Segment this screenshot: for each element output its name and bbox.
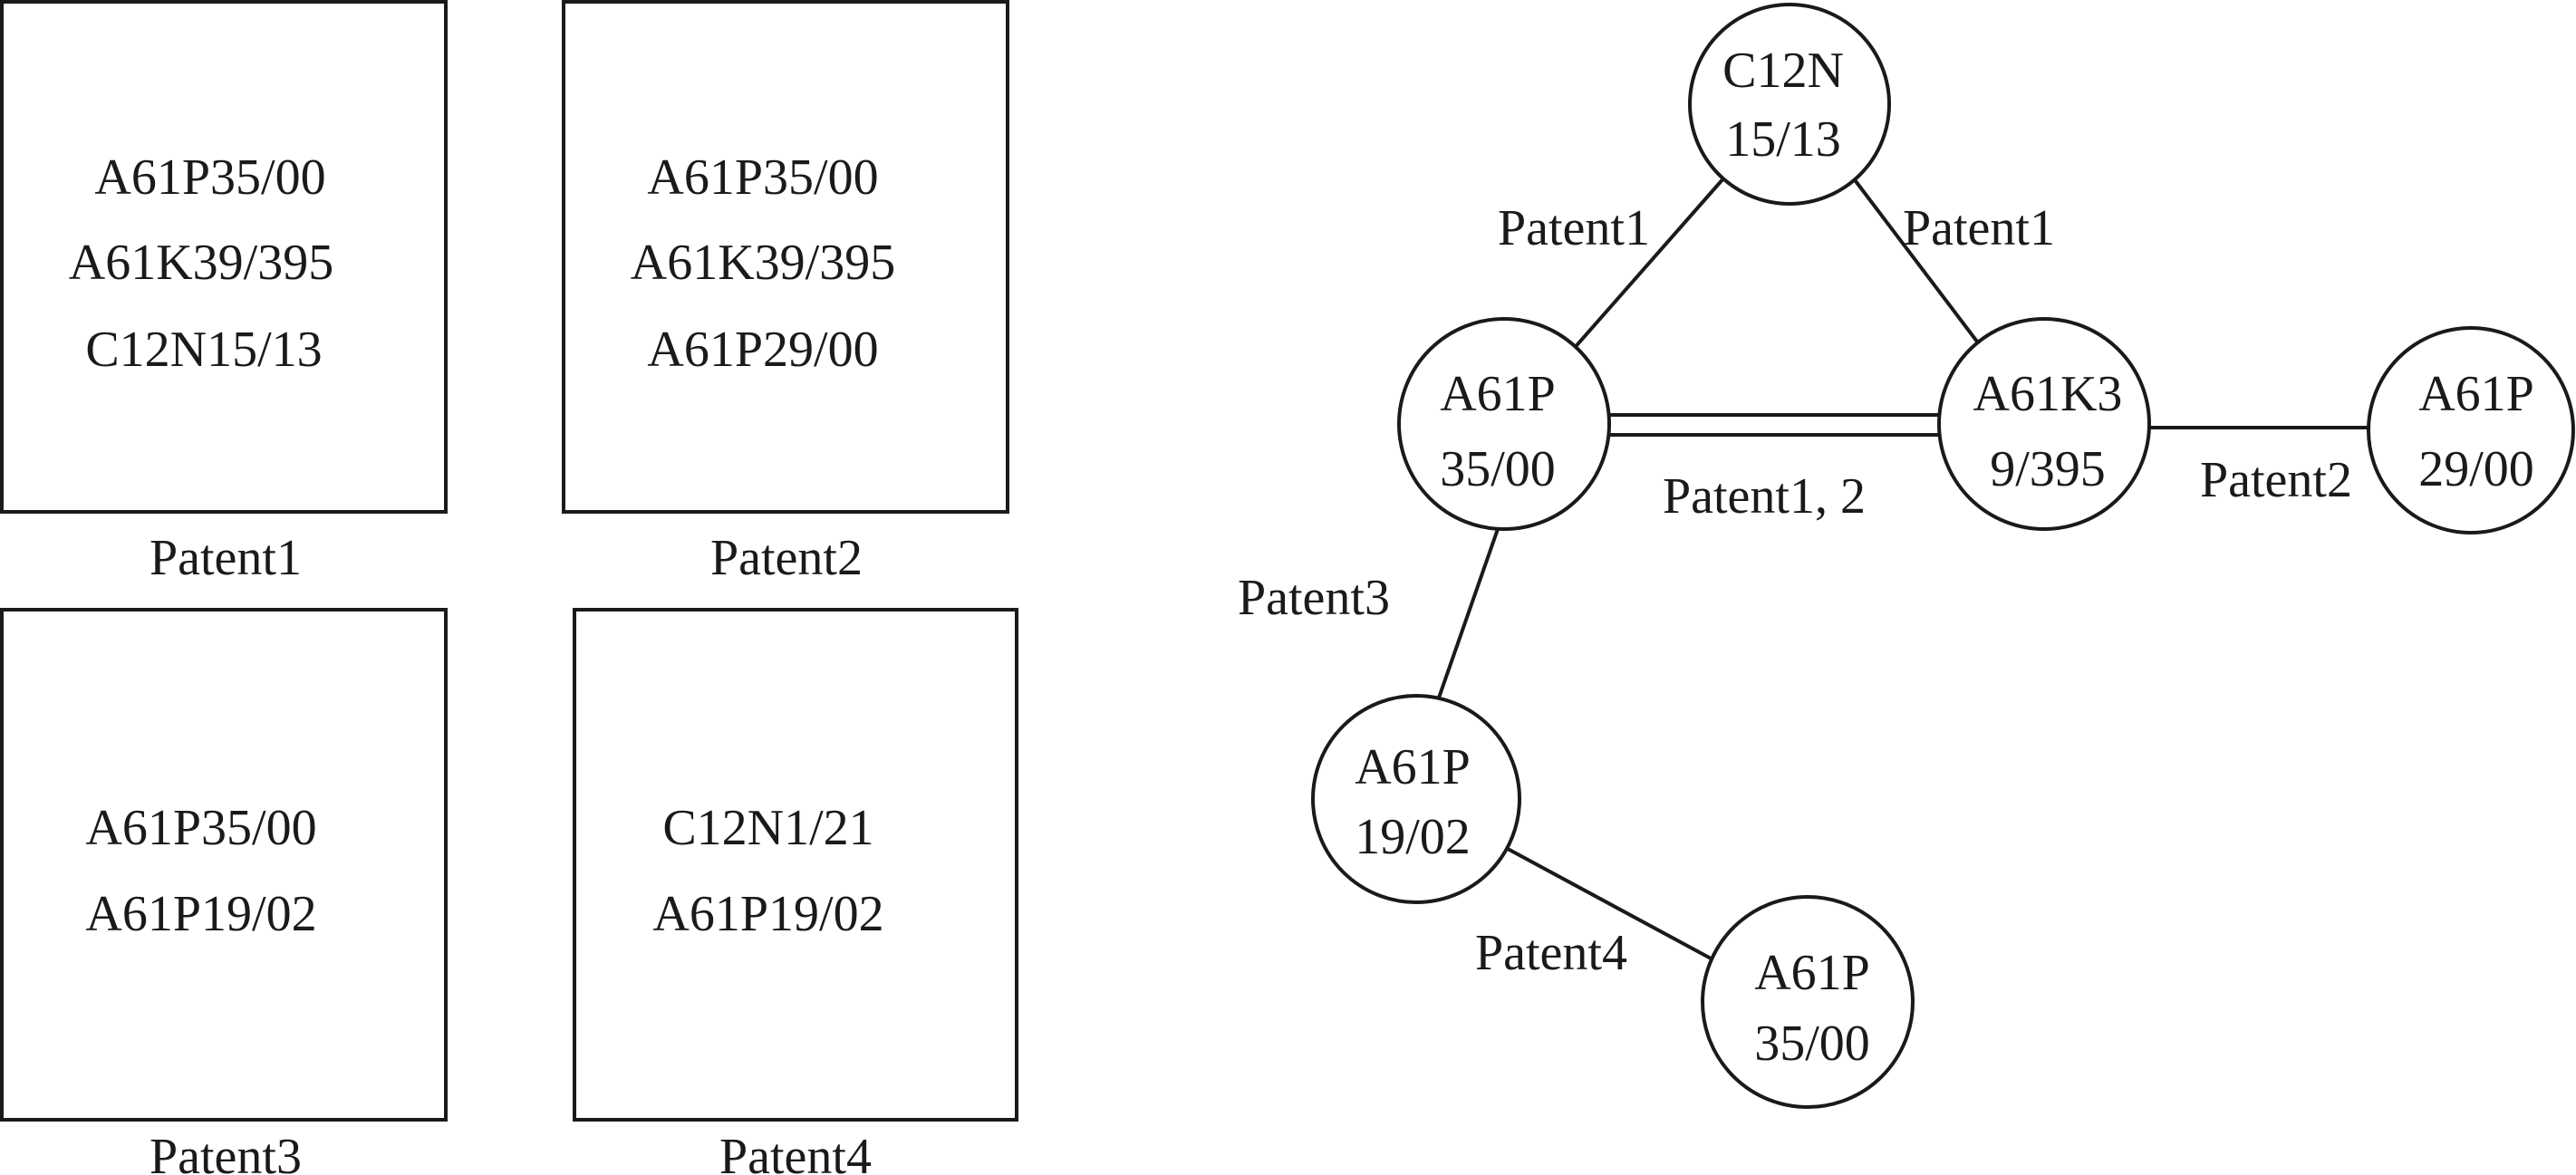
edge-labels: Patent1 Patent1 Patent1, 2 Patent2 Paten… xyxy=(1238,200,2352,981)
node-a61p-29-00-line-1: A61P xyxy=(2418,366,2534,422)
patent-box-3: A61P35/00 A61P19/02 Patent3 xyxy=(0,608,448,1175)
patent-box-4-frame xyxy=(573,608,1018,1122)
patent-box-4: C12N1/21 A61P19/02 Patent4 xyxy=(573,608,1018,1175)
patent-2-code-3: A61P29/00 xyxy=(647,322,878,378)
patent-1-label: Patent1 xyxy=(150,530,302,586)
patent-1-code-3: C12N15/13 xyxy=(85,322,322,378)
node-a61p-19-02-line-2: 19/02 xyxy=(1355,809,1471,865)
patent-3-code-2: A61P19/02 xyxy=(85,886,316,942)
edge-label-c12n-a61k39: Patent1 xyxy=(1903,200,2055,256)
patent-3-code-1: A61P35/00 xyxy=(85,800,316,856)
patent-1-code-2: A61K39/395 xyxy=(69,235,333,291)
edge-label-a61p19-a61p35b: Patent4 xyxy=(1475,925,1627,981)
patent-4-label: Patent4 xyxy=(719,1129,872,1175)
patent-2-code-1: A61P35/00 xyxy=(647,149,878,206)
edge-c12n-a61p35 xyxy=(1570,176,1726,352)
patent-1-code-1: A61P35/00 xyxy=(94,149,325,206)
node-a61p-35-00: A61P 35/00 xyxy=(1397,317,1611,531)
node-a61p-19-02: A61P 19/02 xyxy=(1311,694,1521,904)
edge-label-c12n-a61p35: Patent1 xyxy=(1498,200,1650,256)
node-a61k-39-395-line-1: A61K3 xyxy=(1973,366,2123,422)
node-a61p-35-00-circle xyxy=(1397,317,1611,531)
node-a61k-39-395: A61K3 9/395 xyxy=(1937,317,2151,531)
node-c12n-15-13-line-1: C12N xyxy=(1722,43,1844,99)
node-a61p-29-00-circle xyxy=(2367,326,2575,535)
patent-box-2-frame xyxy=(562,0,1009,514)
node-c12n-15-13: C12N 15/13 xyxy=(1688,3,1891,206)
node-a61p-35-00-line-1: A61P xyxy=(1440,366,1556,422)
node-a61p-19-02-line-1: A61P xyxy=(1355,739,1471,795)
patent-2-code-2: A61K39/395 xyxy=(631,235,895,291)
node-a61p-19-02-circle xyxy=(1311,694,1521,904)
patent-2-label: Patent2 xyxy=(710,530,863,586)
patent-4-code-1: C12N1/21 xyxy=(662,800,873,856)
edge-a61p35-a61p19 xyxy=(1436,528,1500,701)
patent-box-1: A61P35/00 A61K39/395 C12N15/13 Patent1 xyxy=(0,0,448,586)
edge-a61p19-a61p35b xyxy=(1507,847,1713,961)
patent-box-2: A61P35/00 A61K39/395 A61P29/00 Patent2 xyxy=(562,0,1009,586)
node-a61k-39-395-line-2: 9/395 xyxy=(1990,441,2106,497)
edge-c12n-a61k39 xyxy=(1851,176,1982,347)
patent-3-label: Patent3 xyxy=(150,1129,302,1175)
node-a61k-39-395-circle xyxy=(1937,317,2151,531)
node-a61p-35-00-b-line-1: A61P xyxy=(1754,945,1870,1001)
node-a61p-35-00-b-line-2: 35/00 xyxy=(1754,1016,1870,1072)
patent-4-code-2: A61P19/02 xyxy=(652,886,883,942)
node-a61p-35-00-b: A61P 35/00 xyxy=(1701,895,1915,1109)
edge-label-a61k39-a61p29: Patent2 xyxy=(2200,452,2352,508)
patent-box-3-frame xyxy=(0,608,448,1122)
network-edges xyxy=(1436,176,2369,961)
edge-label-a61p35-a61p19: Patent3 xyxy=(1238,570,1390,626)
node-a61p-29-00-line-2: 29/00 xyxy=(2418,441,2534,497)
node-a61p-35-00-b-circle xyxy=(1701,895,1915,1109)
edge-label-a61p35-a61k39: Patent1, 2 xyxy=(1663,468,1866,525)
patent-box-1-frame xyxy=(0,0,448,514)
node-a61p-35-00-line-2: 35/00 xyxy=(1440,441,1556,497)
node-c12n-15-13-line-2: 15/13 xyxy=(1725,111,1841,168)
node-a61p-29-00: A61P 29/00 xyxy=(2367,326,2575,535)
node-c12n-15-13-circle xyxy=(1688,3,1891,206)
